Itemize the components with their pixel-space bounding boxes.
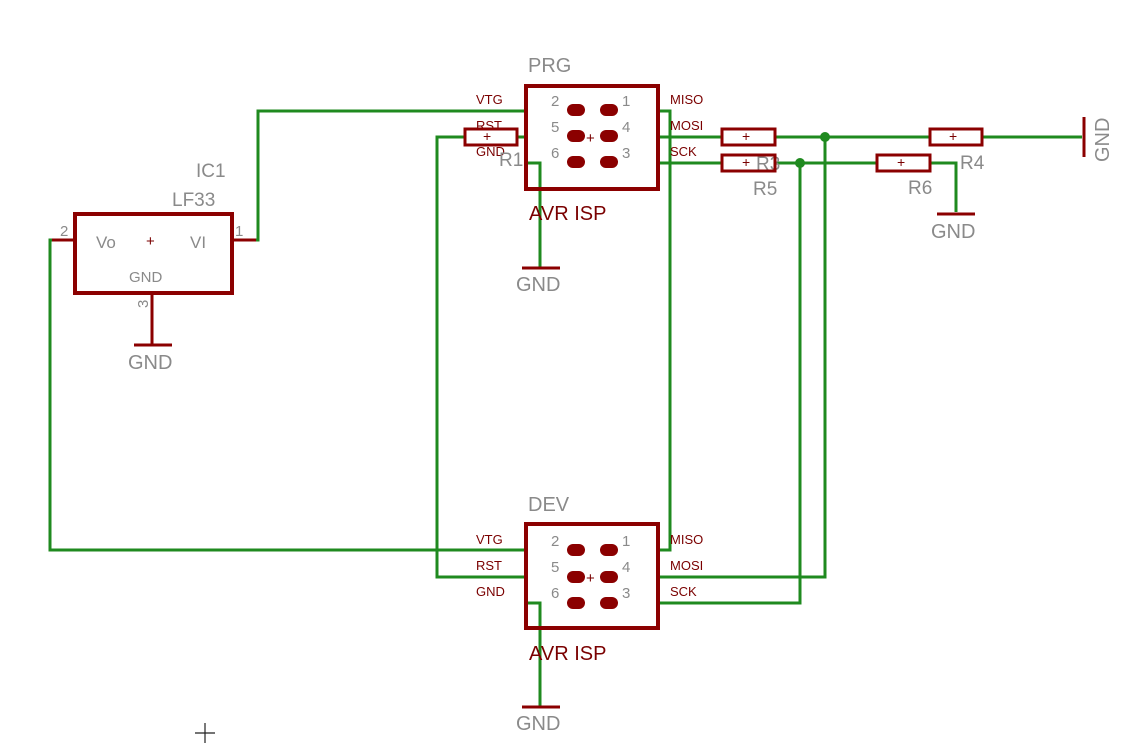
r4-label: R4 [960,153,985,174]
prg-miso-label: MISO [670,92,703,107]
resistor-r3[interactable]: + R3 [720,127,780,175]
junction-sck [795,158,805,168]
gnd-label-ic1: GND [128,352,172,374]
dev-pin5: 5 [551,559,559,576]
junction-mosi [820,132,830,142]
wire-prg-gnd[interactable] [526,161,542,268]
regulator-plus: + [146,233,155,250]
r6-label: R6 [908,178,932,199]
connector-dev[interactable]: + 2 1 5 4 6 3 VTG RST GND MISO MOSI SCK … [476,494,703,735]
wire-dev-gnd[interactable] [526,601,542,707]
prg-pin6: 6 [551,145,559,162]
prg-sck-label: SCK [670,144,697,159]
prg-mosi-label: MOSI [670,118,703,133]
dev-pin3: 3 [622,585,630,602]
regulator-pin1: 1 [235,223,243,240]
r5-label: R5 [753,179,777,200]
gnd-label-dev: GND [516,713,560,735]
prg-origin-plus: + [586,130,595,147]
prg-pin4: 4 [622,119,630,136]
wire-r6-gnd[interactable] [930,161,958,212]
r1-plus: + [483,128,491,144]
prg-pin5: 5 [551,119,559,136]
lf33-label: LF33 [172,190,215,211]
dev-avr-isp-label: AVR ISP [529,643,606,665]
resistor-r6[interactable]: + R6 [875,153,932,199]
dev-pin6: 6 [551,585,559,602]
prg-pin2: 2 [551,93,559,110]
wire-sck-dev[interactable] [658,163,802,605]
r5-plus: + [742,154,750,170]
dev-gnd-label: GND [476,584,505,599]
regulator-vi-label: VI [190,233,206,252]
dev-pin4: 4 [622,559,630,576]
dev-label: DEV [528,494,570,516]
dev-sck-label: SCK [670,584,697,599]
regulator-pin2: 2 [60,223,68,240]
gnd-symbol-right: GND [1082,117,1114,162]
resistor-r4[interactable]: + R4 [928,127,985,174]
regulator-vo-label: Vo [96,233,116,252]
gnd-label-right: GND [1092,118,1114,162]
dev-origin-plus: + [586,570,595,587]
regulator-gnd-label: GND [129,269,163,286]
wire-vo-dev[interactable] [48,238,526,552]
connector-prg[interactable]: + 2 1 5 4 6 3 VTG RST GND MISO MOSI SCK … [476,55,703,296]
prg-pin1: 1 [622,93,630,110]
wire-rst[interactable] [435,135,526,579]
prg-pin3: 3 [622,145,630,162]
r3-plus: + [742,128,750,144]
prg-vtg-label: VTG [476,92,503,107]
prg-avr-isp-label: AVR ISP [529,203,606,225]
regulator-pin3: 3 [135,300,152,308]
wire-mosi-dev[interactable] [658,137,827,579]
gnd-label-r6: GND [931,221,975,243]
r4-plus: + [949,128,957,144]
r6-plus: + [897,154,905,170]
prg-gnd-label: GND [476,144,505,159]
ic1-label: IC1 [196,161,226,182]
wire-miso[interactable] [658,109,672,552]
origin-cross-icon [195,723,215,743]
dev-rst-label: RST [476,558,502,573]
gnd-label-prg: GND [516,274,560,296]
resistor-r1[interactable]: + R1 [463,127,523,171]
dev-pin2: 2 [551,533,559,550]
dev-vtg-label: VTG [476,532,503,547]
r1-label: R1 [499,150,523,171]
dev-mosi-label: MOSI [670,558,703,573]
prg-label: PRG [528,55,571,77]
regulator-ic1[interactable]: IC1 LF33 Vo + VI GND 2 1 3 GND [52,161,256,374]
dev-pin1: 1 [622,533,630,550]
resistor-r5[interactable]: + R5 [720,153,777,200]
dev-miso-label: MISO [670,532,703,547]
gnd-symbol-r6: GND [931,212,975,243]
